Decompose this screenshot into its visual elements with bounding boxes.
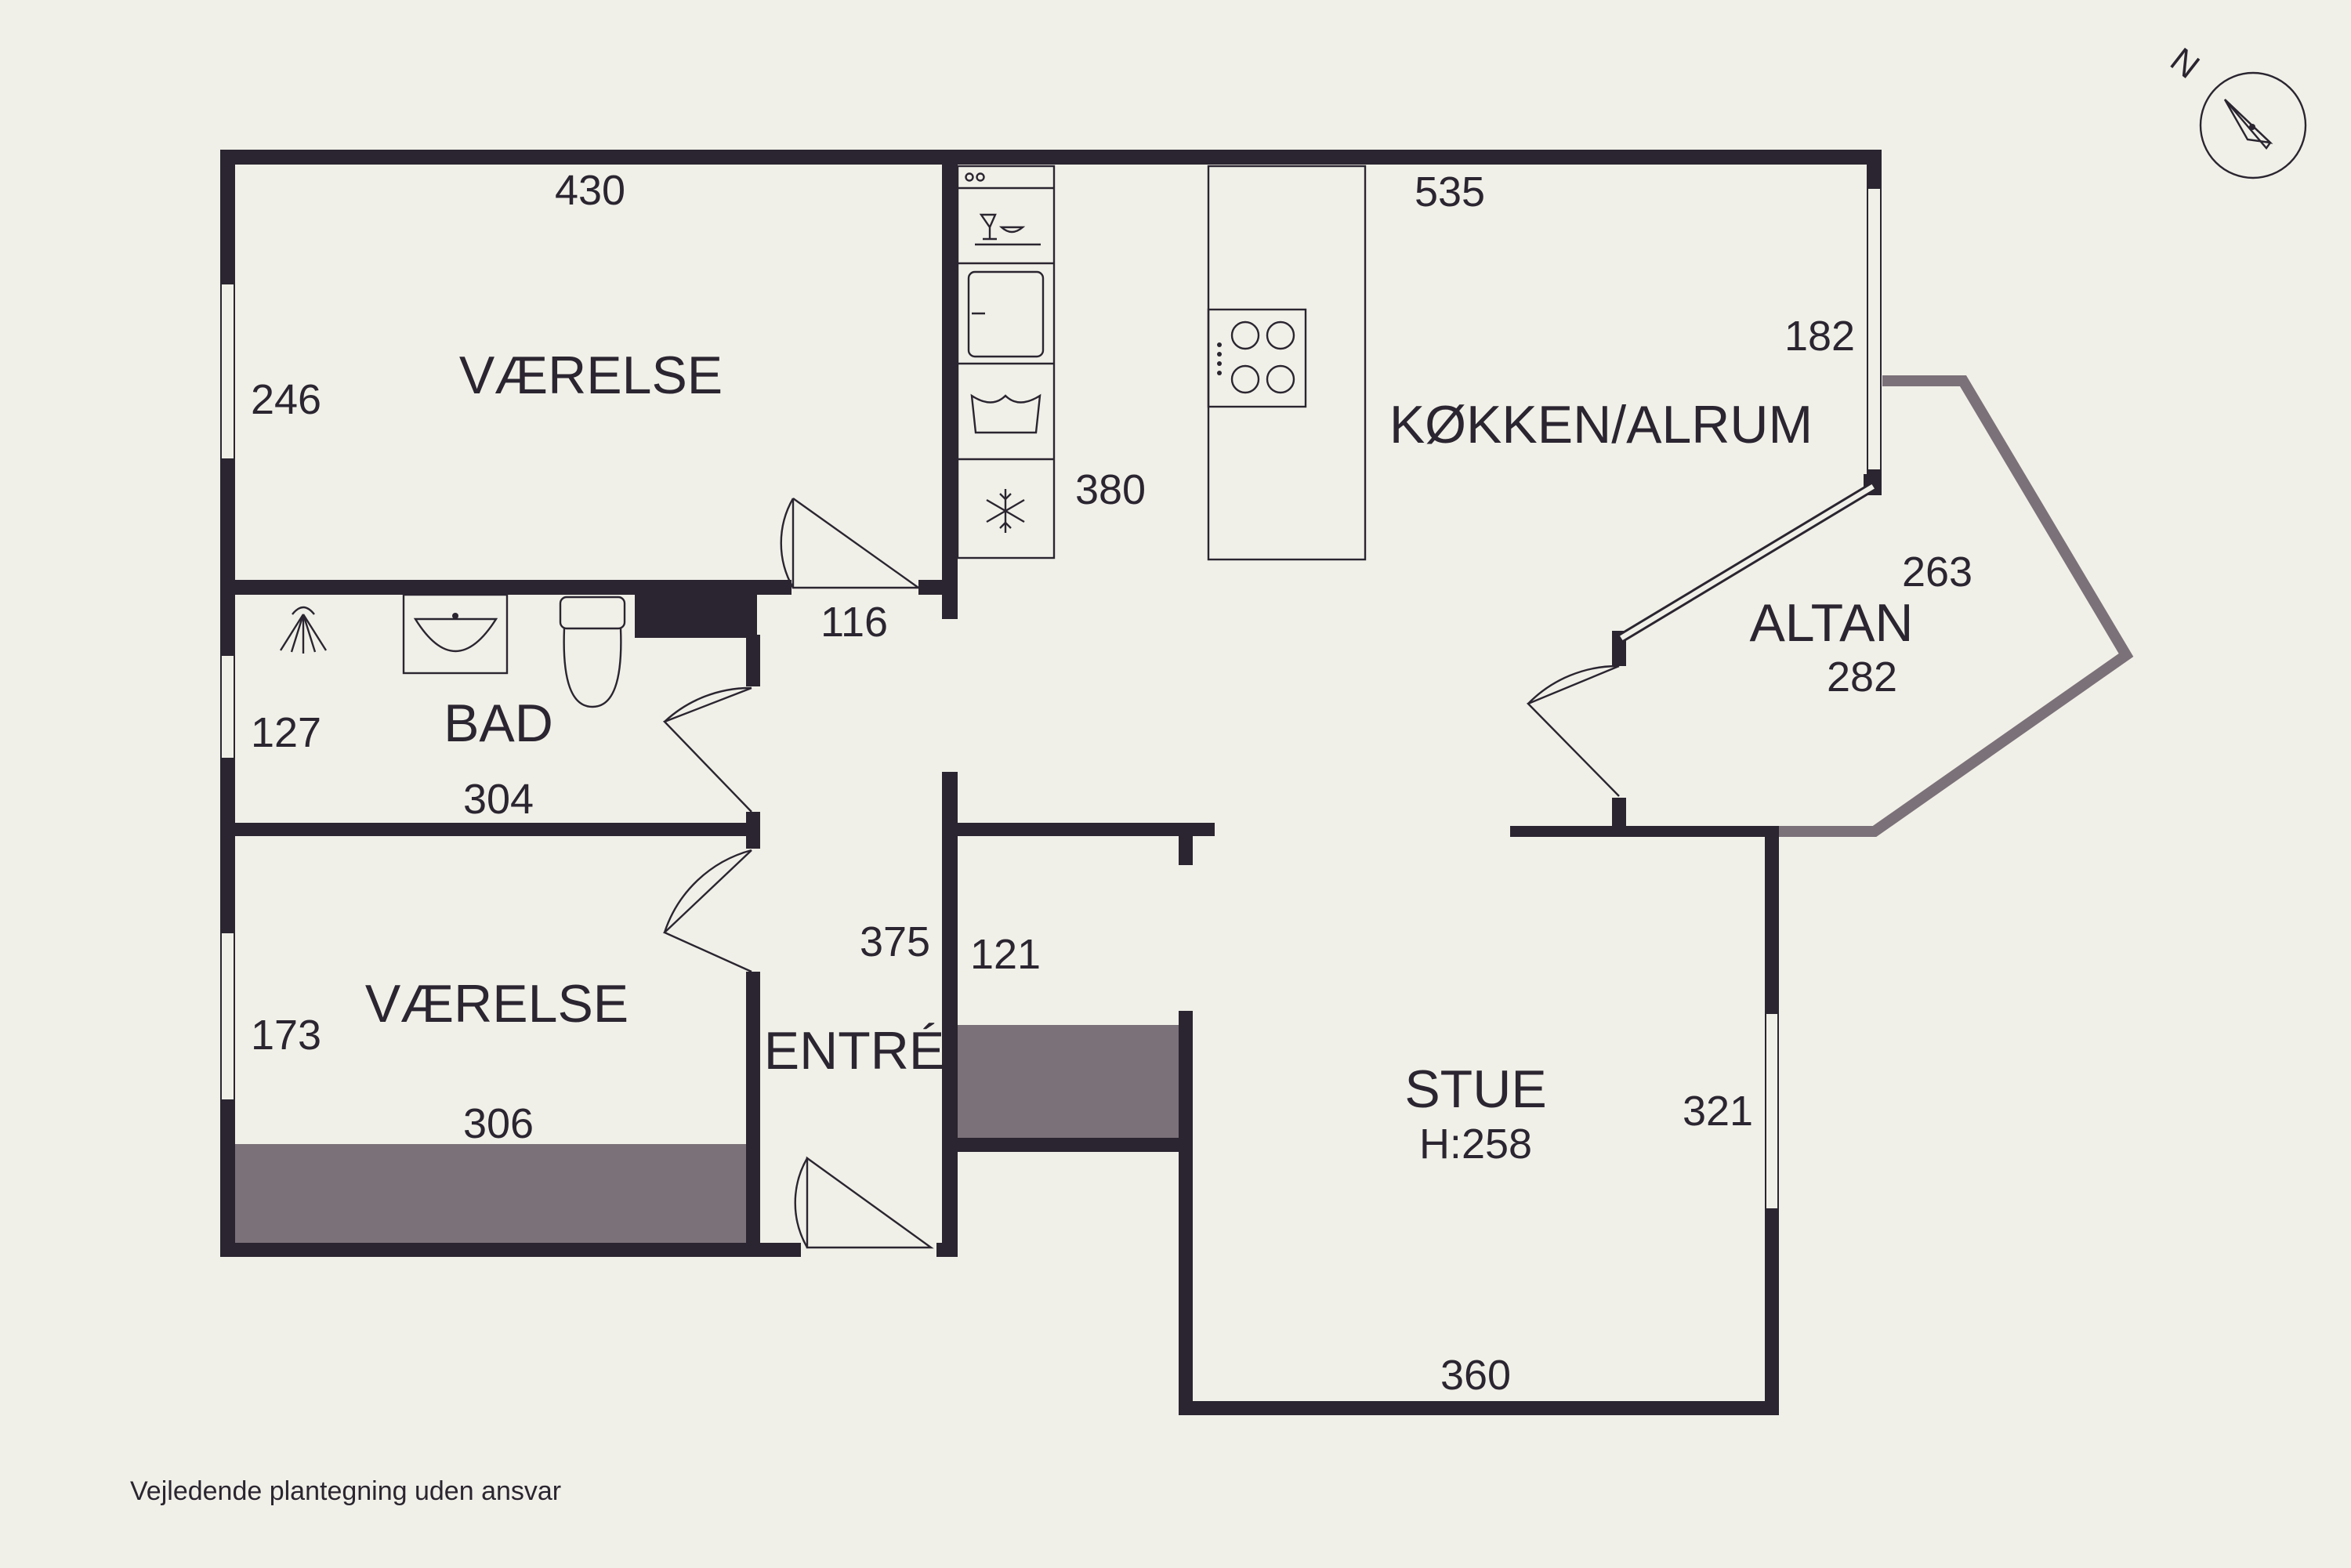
stue-height: H:258 xyxy=(1419,1121,1532,1168)
dim-closet-width: 121 xyxy=(970,931,1041,978)
room-label-altan: ALTAN xyxy=(1749,593,1913,653)
kitchen-island xyxy=(1207,165,1367,561)
dim-kitchen-length: 380 xyxy=(1075,466,1146,513)
kitchen-counter xyxy=(956,165,1056,559)
doors xyxy=(662,498,1620,1249)
disclaimer-text: Vejledende plantegning uden ansvar xyxy=(130,1476,561,1506)
wardrobe-vaerelse xyxy=(235,1144,746,1243)
room-label-vaerelse-top: VÆRELSE xyxy=(459,346,723,405)
dim-altan-a: 263 xyxy=(1902,549,1972,596)
sink-icon xyxy=(402,593,509,675)
dim-vaerelse-top-depth: 246 xyxy=(251,376,321,423)
shower-icon xyxy=(279,606,328,654)
north-label: N xyxy=(2163,41,2206,86)
dim-kitchen-depth: 182 xyxy=(1784,313,1855,360)
dim-bad-width: 304 xyxy=(463,776,534,823)
toilet-icon xyxy=(559,596,626,708)
bathroom-fixtures xyxy=(279,593,626,708)
dim-stue-depth: 321 xyxy=(1683,1088,1753,1135)
windows xyxy=(220,187,1882,1210)
dim-bad-depth: 127 xyxy=(251,709,321,756)
room-label-vaerelse-bottom: VÆRELSE xyxy=(365,974,629,1034)
room-label-bad: BAD xyxy=(444,693,553,753)
interior-walls xyxy=(235,165,1881,1255)
room-label-stue: STUE xyxy=(1404,1059,1546,1119)
dim-stue-width: 360 xyxy=(1440,1352,1511,1399)
dim-vaerelse-bottom-width: 306 xyxy=(463,1100,534,1147)
dim-altan-b: 282 xyxy=(1827,654,1897,701)
dim-entre-length: 375 xyxy=(860,918,930,965)
dim-kitchen-width: 535 xyxy=(1415,168,1485,215)
balcony-outline xyxy=(1777,375,2134,837)
compass xyxy=(2199,71,2307,179)
dim-door-width: 116 xyxy=(820,599,888,646)
dim-vaerelse-top-width: 430 xyxy=(555,167,625,214)
wardrobe-stue xyxy=(958,1025,1185,1138)
room-label-entre: ENTRÉ xyxy=(764,1021,944,1081)
dim-vaerelse-bottom-depth: 173 xyxy=(251,1012,321,1059)
room-label-kokken: KØKKEN/ALRUM xyxy=(1389,395,1813,454)
